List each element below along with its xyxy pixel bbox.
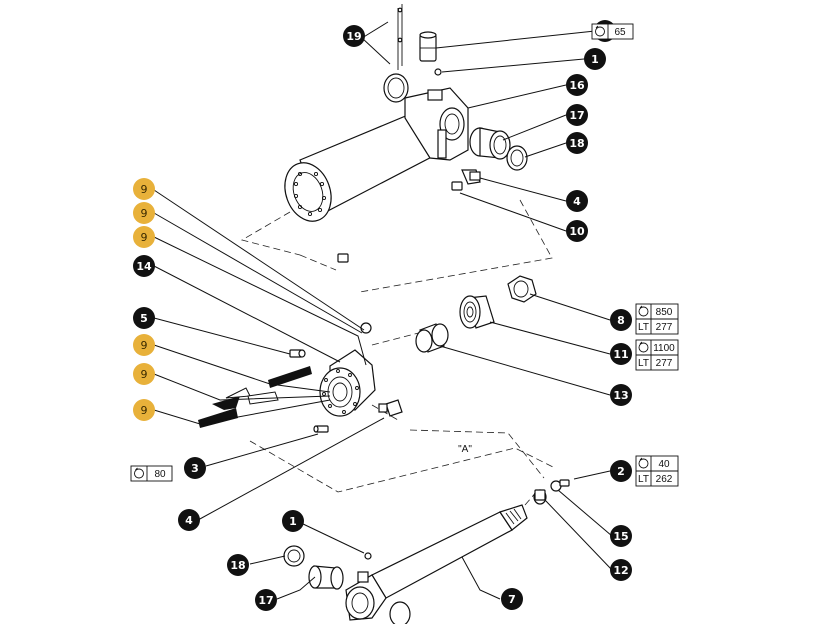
callout-16: 16 [566,74,588,96]
svg-text:LT: LT [638,474,649,485]
leader-lines [153,21,613,600]
svg-text:8: 8 [617,314,625,327]
svg-text:10: 10 [569,225,585,238]
torque-icon [638,305,649,317]
callout-1-upper: 1 [584,48,606,70]
svg-text:9: 9 [141,183,148,196]
callout-9-a: 9 [133,178,155,200]
rod-end-parts [533,479,570,505]
callout-12: 12 [610,559,632,581]
barrel-bolt-circle [293,171,327,217]
callout-11: 11 [610,343,632,365]
set-screw-3 [313,425,329,433]
svg-text:1: 1 [289,515,297,528]
hydraulic-hose [337,181,463,263]
svg-text:80: 80 [154,469,166,480]
svg-text:19: 19 [346,30,361,43]
callout-7: 7 [501,588,523,610]
svg-text:LT: LT [638,358,649,369]
callout-9-b: 9 [133,202,155,224]
svg-text:7: 7 [508,593,516,606]
svg-text:40: 40 [658,459,670,470]
svg-text:12: 12 [613,564,628,577]
svg-text:9: 9 [141,404,148,417]
torque-icon [134,467,144,479]
callout-9-d: 9 [133,334,155,356]
torque-icon [595,25,605,37]
svg-text:3: 3 [191,462,199,475]
svg-text:LT: LT [638,322,649,333]
spec-box-11: 1100 LT 277 [635,339,679,371]
cylinder-barrel [284,87,469,222]
svg-text:16: 16 [569,79,585,92]
lock-nut [507,275,537,303]
seal-ring-lower [283,545,305,567]
svg-text:5: 5 [140,312,148,325]
grease-nipple-upper [434,68,442,76]
assembly-dashed-lines [240,199,556,506]
callout-3: 3 [184,457,206,479]
svg-text:9: 9 [141,339,148,352]
bushing-lower [308,565,344,590]
callout-18-lower: 18 [227,554,249,576]
callout-1-lower: 1 [282,510,304,532]
torque-icon [638,341,649,353]
svg-text:4: 4 [573,195,581,208]
svg-text:1: 1 [591,53,599,66]
callout-15: 15 [610,525,632,547]
svg-text:17: 17 [569,109,584,122]
callout-17-upper: 17 [566,104,588,126]
seal-ring-upper [506,145,528,171]
svg-text:277: 277 [656,322,673,333]
svg-text:2: 2 [617,465,625,478]
gland-nut [319,322,376,417]
svg-text:13: 13 [613,389,628,402]
callout-13: 13 [610,384,632,406]
view-a-label: "A" [458,444,472,455]
callout-17-lower: 17 [255,589,277,611]
svg-text:9: 9 [141,207,148,220]
svg-text:4: 4 [185,514,193,527]
callout-14: 14 [133,255,155,277]
svg-text:18: 18 [230,559,245,572]
spec-box-3: 80 [130,465,173,482]
elbow-fitting-upper [461,169,481,185]
elbow-fitting-middle [378,399,403,417]
callout-5: 5 [133,307,155,329]
svg-text:17: 17 [258,594,273,607]
piston-rod [345,504,528,624]
wear-ring [415,323,449,353]
callout-18-upper: 18 [566,132,588,154]
callout-4-upper: 4 [566,190,588,212]
callout-9-e: 9 [133,363,155,385]
svg-text:850: 850 [656,307,673,318]
pin-5 [289,349,306,358]
spec-box-8: 850 LT 277 [635,303,679,335]
svg-text:65: 65 [614,27,626,38]
piston [459,295,495,329]
callout-2: 2 [610,460,632,482]
spec-box-2: 40 LT 262 [635,455,679,487]
svg-text:15: 15 [613,530,628,543]
svg-text:9: 9 [141,368,148,381]
shim-stack [383,4,409,103]
svg-text:277: 277 [656,358,673,369]
svg-text:18: 18 [569,137,584,150]
svg-text:14: 14 [136,260,152,273]
callout-9-f: 9 [133,399,155,421]
svg-text:9: 9 [141,231,148,244]
svg-text:11: 11 [613,348,628,361]
svg-text:1100: 1100 [653,343,675,354]
callout-10: 10 [566,220,588,242]
spec-box-6: 65 [591,23,634,40]
callout-4-lower: 4 [178,509,200,531]
torque-icon [638,457,649,469]
bushing-upper [469,127,511,160]
svg-text:262: 262 [656,474,673,485]
callout-8: 8 [610,309,632,331]
breather-fitting [419,31,437,62]
callout-9-c: 9 [133,226,155,248]
callout-19: 19 [343,25,365,47]
